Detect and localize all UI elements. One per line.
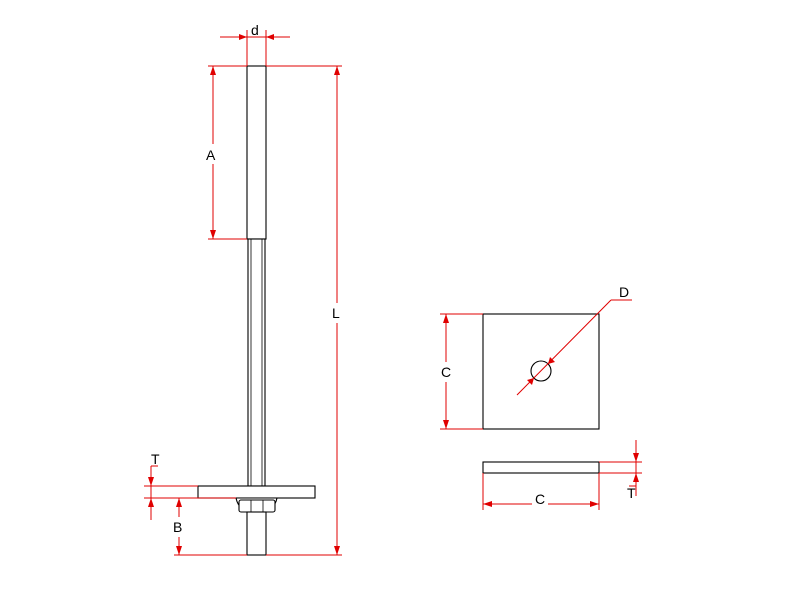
label-a: A (206, 147, 216, 163)
dimension-t-side: T (599, 440, 642, 501)
label-t-side: T (627, 485, 636, 501)
dimension-d: d (220, 22, 290, 66)
label-d-hole: D (619, 284, 629, 300)
label-l: L (332, 305, 340, 321)
dimension-a: A (203, 65, 247, 240)
dimension-b: B (171, 497, 247, 556)
plate-side-view (482, 461, 600, 474)
label-b: B (173, 519, 182, 535)
dimension-t-front: T (144, 451, 198, 520)
label-c-top: C (441, 364, 451, 380)
label-d: d (251, 22, 259, 38)
threaded-section-top (246, 65, 267, 240)
base-plate-front (197, 485, 316, 499)
dimension-c-side: C (482, 473, 600, 510)
base-plate-side (482, 461, 600, 474)
dimension-c-top: C (438, 313, 483, 430)
rod-shank (247, 238, 266, 487)
label-c-side: C (535, 491, 545, 507)
threaded-section-bottom (246, 511, 267, 556)
label-t-front: T (151, 451, 160, 467)
bolt-front-view (197, 65, 316, 556)
dimension-l: L (266, 65, 345, 556)
dimension-d-hole: D (516, 284, 632, 396)
nut (238, 499, 276, 513)
plate-top-view (482, 313, 600, 430)
